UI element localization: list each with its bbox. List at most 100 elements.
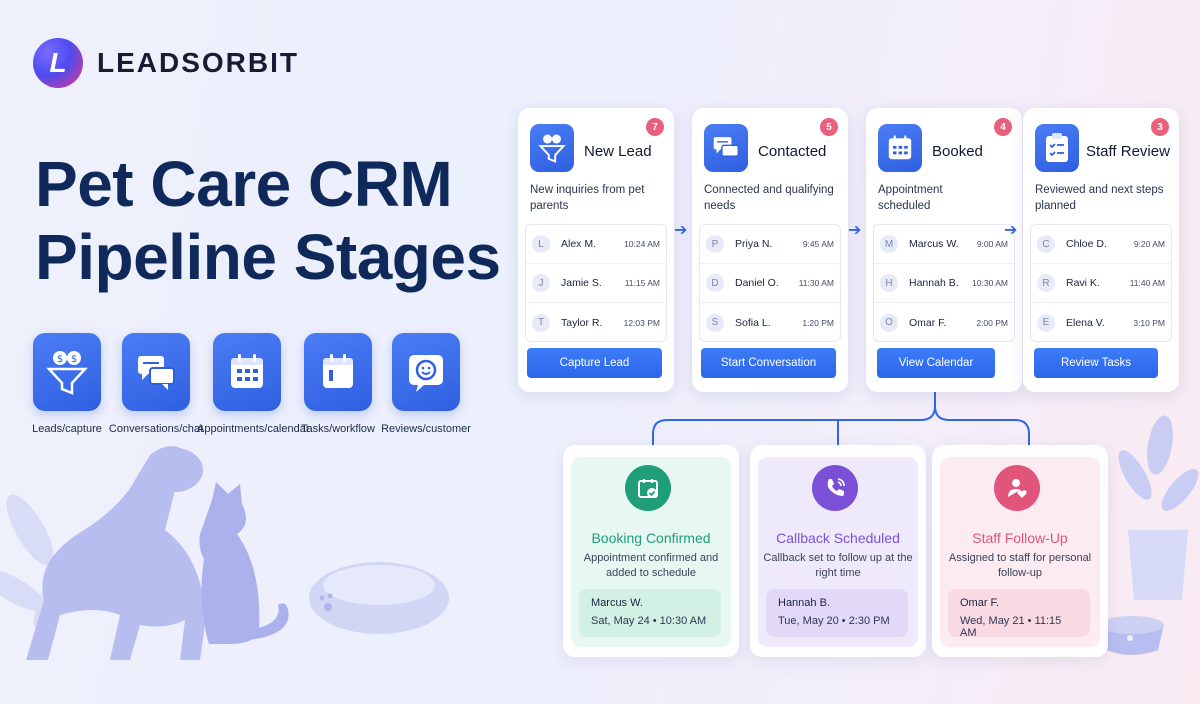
plant-right (1118, 415, 1199, 600)
outcome-datetime: Wed, May 21 • 11:15 AM (960, 615, 1062, 639)
avatar: H (880, 274, 898, 292)
brand-name: LEADSORBIT (97, 47, 299, 78)
contact-time: 9:20 AM (1133, 239, 1165, 249)
contact-time: 12:03 PM (623, 317, 660, 328)
stage-description: Reviewed and next steps planned (1035, 184, 1164, 212)
contact-time: 11:40 AM (1129, 278, 1165, 288)
count-badge: 5 (820, 118, 838, 136)
feature-tasks: Tasks/workflow (288, 333, 388, 435)
outcome-appointment[interactable]: Marcus W. Sat, May 24 • 10:30 AM (579, 589, 721, 637)
pet-bed (309, 562, 449, 634)
contact-time: 3:10 PM (1133, 317, 1165, 328)
outcome-appointment[interactable]: Hannah B. Tue, May 20 • 2:30 PM (766, 589, 908, 637)
avatar: J (532, 274, 550, 292)
contact-name: Taylor R. (561, 316, 603, 329)
capture-lead-button[interactable]: Capture Lead (527, 348, 662, 378)
avatar: R (1037, 274, 1055, 292)
svg-text:$: $ (57, 354, 63, 365)
contact-time: 9:45 AM (802, 239, 834, 249)
contact-name: Sofia L. (735, 316, 771, 329)
arrow-right-icon: ➔ (848, 222, 862, 239)
view-calendar-button[interactable]: View Calendar (877, 348, 995, 378)
outcome-description: Assigned to staff for personal follow-up (948, 552, 1092, 579)
funnel-money-icon: $$ (33, 333, 101, 411)
count-badge: 4 (994, 118, 1012, 136)
stage-title: Staff Review (1086, 143, 1170, 160)
avatar: L (532, 235, 550, 253)
feature-appointments: Appointments/calendar (197, 333, 310, 435)
outcome-appointment[interactable]: Omar F. Wed, May 21 • 11:15 AM (948, 589, 1090, 639)
stage-card-staff-review: Staff Review 3 Reviewed and next steps p… (1023, 108, 1179, 392)
contact-name: Hannah B. (909, 277, 959, 289)
avatar: D (706, 274, 724, 292)
contact-name: Ravi K. (1066, 277, 1100, 289)
feature-label: Leads/capture (32, 423, 102, 435)
avatar: T (532, 313, 550, 332)
contact-time: 10:24 AM (624, 239, 660, 249)
list-item[interactable]: R Ravi K. 11:40 AM (1031, 264, 1171, 303)
review-tasks-button[interactable]: Review Tasks (1034, 348, 1158, 378)
contact-time: 9:00 AM (976, 239, 1008, 249)
outcome-datetime: Sat, May 24 • 10:30 AM (591, 615, 707, 627)
count-badge: 7 (646, 118, 664, 136)
svg-text:$: $ (71, 354, 77, 365)
contact-list: L Alex M. 10:24 AM J Jamie S. 11:15 AM T Tayl… (525, 224, 667, 342)
feature-reviews: Reviews/customer (376, 333, 476, 435)
stage-title: New Lead (584, 143, 652, 160)
contact-name: Alex M. (561, 238, 597, 250)
avatar: E (1037, 313, 1055, 332)
chat-bubbles-icon (704, 124, 748, 172)
outcome-contact: Omar F. (960, 597, 1000, 609)
contact-name: Jamie S. (561, 277, 602, 289)
calendar-check-icon (625, 465, 671, 511)
feature-label: Reviews/customer (381, 423, 471, 435)
feature-label: Conversations/chat (108, 423, 204, 435)
contact-time: 11:15 AM (624, 278, 660, 288)
list-item[interactable]: T Taylor R. 12:03 PM (526, 303, 666, 342)
outcome-title: Booking Confirmed (591, 530, 711, 546)
outcome-title: Staff Follow-Up (972, 530, 1068, 546)
count-badge: 3 (1151, 118, 1169, 136)
list-item[interactable]: J Jamie S. 11:15 AM (526, 264, 666, 303)
chat-bubbles-icon (122, 333, 190, 411)
feature-conversations: Conversations/chat (106, 333, 206, 435)
list-item[interactable]: L Alex M. 10:24 AM (526, 225, 666, 264)
outcome-datetime: Tue, May 20 • 2:30 PM (778, 615, 890, 627)
calendar-icon (213, 333, 281, 411)
outcome-description: Callback set to follow up at the right t… (763, 552, 913, 579)
dog-silhouette (26, 446, 205, 660)
outcome-card-staff-follow-up: Staff Follow-Up Assigned to staff for pe… (932, 445, 1108, 657)
contact-name: Omar F. (909, 316, 947, 329)
stage-card-contacted: Contacted 5 Connected and qualifying nee… (692, 108, 848, 392)
staff-heart-icon (994, 465, 1040, 511)
funnel-money-icon (530, 124, 574, 172)
arrow-right-icon: ➔ (674, 222, 688, 239)
stage-title: Contacted (758, 143, 827, 160)
stage-title: Booked (932, 143, 983, 160)
stage-description: Connected and qualifying needs (704, 184, 834, 212)
outcome-description: Appointment confirmed and added to sched… (583, 552, 719, 579)
calendar-icon (878, 124, 922, 172)
outcome-card-booking-confirmed: Booking Confirmed Appointment confirmed … (563, 445, 739, 657)
outcome-card-callback-scheduled: Callback Scheduled Callback set to follo… (750, 445, 926, 657)
avatar: S (706, 313, 724, 332)
contact-name: Daniel O. (735, 277, 779, 289)
avatar: O (880, 313, 898, 332)
start-conversation-button[interactable]: Start Conversation (701, 348, 836, 378)
page-title: Pet Care CRM Pipeline Stages (35, 148, 515, 294)
feature-leads: $$ Leads/capture (17, 333, 117, 435)
title-line-1: Pet Care CRM (35, 148, 453, 220)
